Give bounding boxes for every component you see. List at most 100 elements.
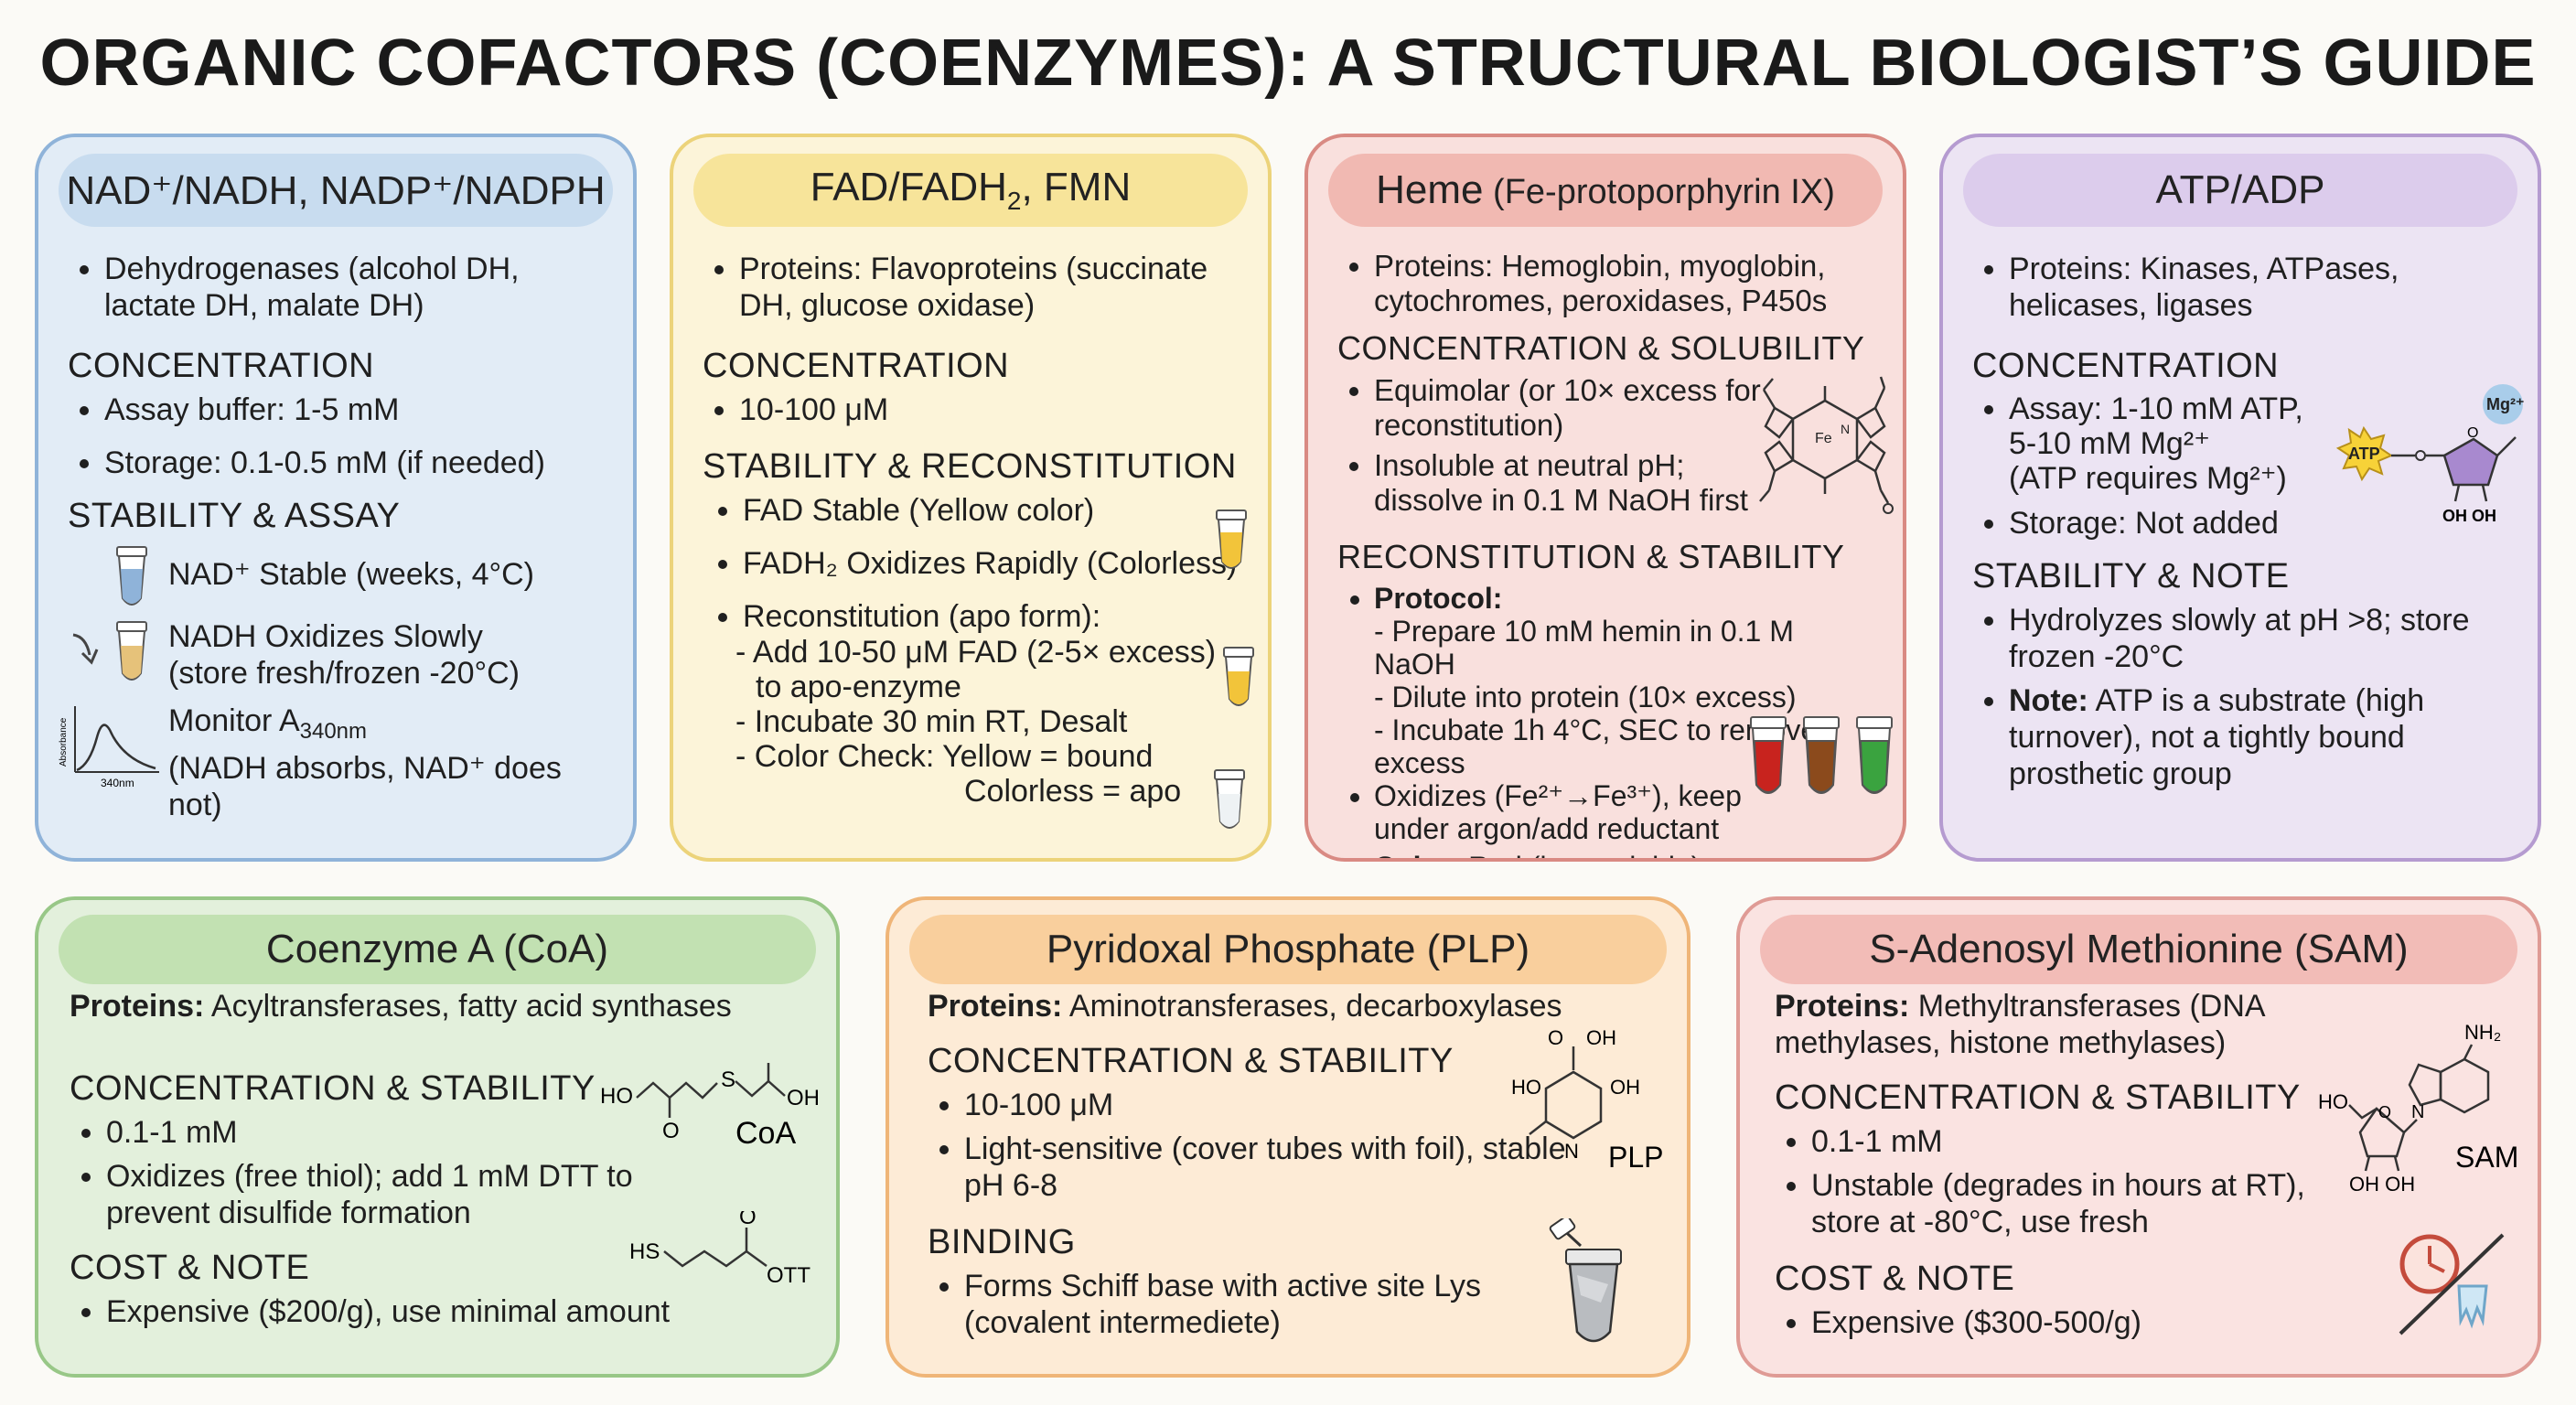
svg-text:N: N — [2411, 1102, 2424, 1122]
plp-binding-1: Forms Schiff base with active site Lys (… — [964, 1268, 1568, 1341]
fad-recon-4: - Color Check: Yellow = bound — [735, 739, 1154, 774]
fad-recon-5: Colorless = apo — [964, 774, 1182, 809]
svg-text:OH: OH — [1610, 1076, 1640, 1099]
coa-conc-1: 0.1-1 mM — [106, 1114, 692, 1151]
fad-card-header: FAD/FADH2, FMN — [693, 154, 1248, 227]
plp-card: Pyridoxal Phosphate (PLP) Proteins: Amin… — [886, 896, 1690, 1378]
graph-ylabel: Absorbance — [59, 717, 69, 767]
atp-stability-heading: STABILITY & NOTE — [1972, 557, 2290, 595]
svg-text:OTT: OTT — [767, 1263, 810, 1288]
svg-text:HS: HS — [629, 1239, 660, 1264]
sam-note-1: Expensive ($300-500/g) — [1811, 1304, 2512, 1341]
fad-card: FAD/FADH2, FMN Proteins: Flavoproteins (… — [670, 134, 1272, 862]
fad-stability-heading: STABILITY & RECONSTITUTION — [703, 447, 1237, 486]
svg-text:S: S — [721, 1067, 735, 1092]
coa-cost-heading: COST & NOTE — [70, 1249, 310, 1287]
sam-cost-heading: COST & NOTE — [1775, 1260, 2015, 1298]
atp-proteins: Proteins: Kinases, ATPases, helicases, l… — [2009, 251, 2512, 324]
atp-title: ATP/ADP — [2155, 167, 2325, 212]
nad-tube-icon — [116, 546, 147, 606]
svg-text:HO: HO — [1511, 1076, 1541, 1099]
svg-text:OH: OH — [1586, 1026, 1616, 1049]
atp-conc-2: Storage: Not added — [2009, 505, 2356, 542]
fad-yellow-tube-icon — [1216, 509, 1247, 569]
heme-n-label: N — [1841, 422, 1850, 436]
fad-recon-2: to apo-enzyme — [756, 670, 961, 704]
atp-ring-o: O — [2467, 425, 2478, 441]
svg-text:O: O — [662, 1119, 680, 1143]
atp-structure-icon: Mg²⁺ ATP O OH OH — [2336, 384, 2524, 525]
heme-card: Heme (Fe-protoporphyrin IX) Proteins: He… — [1304, 134, 1906, 862]
heme-color-tubes-icon — [1750, 716, 1893, 794]
nadh-tube-icon — [116, 621, 147, 681]
sam-proteins: Proteins: Methyltransferases (DNA methyl… — [1775, 989, 2264, 1060]
heme-conc-1: Equimolar (or 10× excess for reconstitut… — [1374, 373, 1767, 443]
fad-recon-1: - Add 10-50 μM FAD (2-5× excess) — [735, 635, 1217, 670]
svg-text:OH OH: OH OH — [2349, 1173, 2415, 1196]
heme-protocol-3: - Incubate 1h 4°C, SEC to remove excess — [1374, 713, 1818, 779]
nad-stability-3b: (NADH absorbs, NAD⁺ does not) — [168, 750, 562, 822]
plp-proteins: Proteins: Aminotransferases, decarboxyla… — [928, 989, 1562, 1024]
heme-oxidizes: Oxidizes (Fe²⁺→Fe³⁺), keep under argon/a… — [1374, 779, 1767, 845]
heme-protocol-1: - Prepare 10 mM hemin in 0.1 M NaOH — [1374, 615, 1794, 681]
heme-reconstitution-heading: RECONSTITUTION & STABILITY — [1337, 538, 1845, 575]
nad-card-header: NAD⁺/NADH, NADP⁺/NADPH — [59, 154, 613, 227]
sam-conc-2: Unstable (degrades in hours at RT), stor… — [1811, 1167, 2378, 1240]
svg-text:NH₂: NH₂ — [2464, 1021, 2501, 1044]
svg-text:OH: OH — [787, 1086, 818, 1110]
fad-stability-3: Reconstitution (apo form): — [743, 598, 1237, 635]
heme-color-text: Red (hemoglobin), Brown (oxidized), Gree… — [1374, 851, 1709, 858]
nad-conc-2: Storage: 0.1-0.5 mM (if needed) — [104, 445, 607, 481]
svg-text:HO: HO — [600, 1084, 633, 1109]
plp-title: Pyridoxal Phosphate (PLP) — [1046, 927, 1530, 971]
svg-text:SAM: SAM — [2455, 1141, 2518, 1174]
atp-star-label: ATP — [2348, 445, 2380, 463]
atp-mg-label: Mg²⁺ — [2486, 395, 2524, 413]
fad-stability-1: FAD Stable (Yellow color) — [743, 492, 1237, 529]
heme-proteins: Proteins: Hemoglobin, myoglobin, cytochr… — [1374, 249, 1877, 318]
fad-title: FAD/FADH2, FMN — [810, 165, 1132, 215]
svg-text:N: N — [1564, 1140, 1579, 1163]
nad-stability-1: NAD⁺ Stable (weeks, 4°C) — [168, 557, 534, 592]
sam-card-header: S-Adenosyl Methionine (SAM) — [1760, 915, 2517, 984]
nad-title: NAD⁺/NADH, NADP⁺/NADPH — [66, 167, 606, 213]
plp-card-header: Pyridoxal Phosphate (PLP) — [909, 915, 1667, 984]
heme-conc-2: Insoluble at neutral pH; dissolve in 0.1… — [1374, 448, 1767, 518]
atp-stability-1: Hydrolyzes slowly at pH >8; store frozen… — [2009, 602, 2521, 675]
graph-xlabel: 340nm — [101, 777, 134, 789]
sam-card: S-Adenosyl Methionine (SAM) Proteins: Me… — [1736, 896, 2541, 1378]
coa-concentration-heading: CONCENTRATION & STABILITY — [70, 1069, 596, 1108]
page-title: ORGANIC COFACTORS (COENZYMES): A STRUCTU… — [39, 27, 2537, 100]
svg-text:O: O — [739, 1211, 757, 1229]
foil-tube-icon — [1549, 1218, 1622, 1343]
svg-text:O: O — [2378, 1103, 2391, 1121]
sam-title: S-Adenosyl Methionine (SAM) — [1869, 927, 2409, 971]
coa-card: Coenzyme A (CoA) Proteins: Acyltransfera… — [35, 896, 840, 1378]
heme-title: Heme (Fe-protoporphyrin IX) — [1376, 167, 1835, 212]
atp-card: ATP/ADP Proteins: Kinases, ATPases, heli… — [1939, 134, 2541, 862]
nad-stability-3sub: 340nm — [299, 718, 368, 744]
coa-note-1: Expensive ($200/g), use minimal amount — [106, 1293, 810, 1330]
coa-conc-2: Oxidizes (free thiol); add 1 mM DTT to p… — [106, 1158, 692, 1231]
heme-protocol-2: - Dilute into protein (10× excess) — [1374, 681, 1797, 713]
coa-proteins: Proteins: Acyltransferases, fatty acid s… — [70, 989, 732, 1024]
nad-conc-1: Assay buffer: 1-5 mM — [104, 391, 607, 428]
svg-text:O: O — [1548, 1026, 1563, 1049]
fad-bound-tube-icon — [1223, 647, 1254, 706]
nad-stability-3a: Monitor A — [168, 703, 300, 738]
plp-conc-1: 10-100 μM — [964, 1087, 1568, 1123]
plp-binding-heading: BINDING — [928, 1223, 1076, 1261]
plp-structure-icon: O OH HO OH N PLP — [1511, 1026, 1663, 1174]
sam-conc-1: 0.1-1 mM — [1811, 1123, 2378, 1160]
svg-text:PLP: PLP — [1608, 1141, 1663, 1174]
atp-concentration-heading: CONCENTRATION — [1972, 347, 2280, 385]
fad-apo-tube-icon — [1214, 769, 1245, 829]
heme-concentration-heading: CONCENTRATION & SOLUBILITY — [1337, 329, 1865, 367]
nad-card: NAD⁺/NADH, NADP⁺/NADPH Dehydrogenases (a… — [35, 134, 637, 862]
heme-color-label: Color: — [1374, 851, 1460, 858]
nad-proteins: Dehydrogenases (alcohol DH, lactate DH, … — [104, 251, 607, 324]
atp-card-header: ATP/ADP — [1963, 154, 2517, 227]
fad-concentration-heading: CONCENTRATION — [703, 347, 1010, 385]
arrow-icon — [72, 633, 99, 665]
svg-text:CoA: CoA — [735, 1116, 796, 1151]
